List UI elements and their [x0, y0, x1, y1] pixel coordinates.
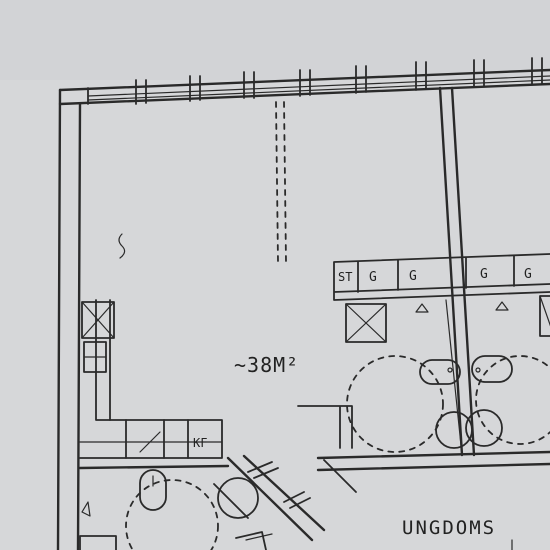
- pen-mark: [118, 233, 126, 259]
- kitchen-counter-right: [333, 253, 550, 343]
- room-name-label: UNGDOMS: [402, 517, 496, 539]
- cabinet-a-label: G: [369, 270, 377, 285]
- paper-shadow: [0, 0, 550, 80]
- cabinet-d-label: G: [524, 267, 532, 282]
- stove-label: ST: [338, 270, 352, 284]
- fridge-freezer-label: KF: [193, 436, 207, 450]
- interior-wall-stub: [297, 405, 550, 493]
- beam-line: [275, 101, 287, 263]
- partition-walls: [438, 86, 476, 457]
- top-window-wall: [58, 57, 550, 106]
- cabinet-b-label: G: [409, 269, 417, 284]
- bathroom-area: [78, 454, 326, 550]
- cabinet-c-label: G: [480, 267, 488, 282]
- area-label: ~38M²: [234, 353, 299, 377]
- kitchen-counter-left: [79, 299, 223, 459]
- dining-table: [346, 355, 550, 453]
- left-wall: [56, 88, 82, 550]
